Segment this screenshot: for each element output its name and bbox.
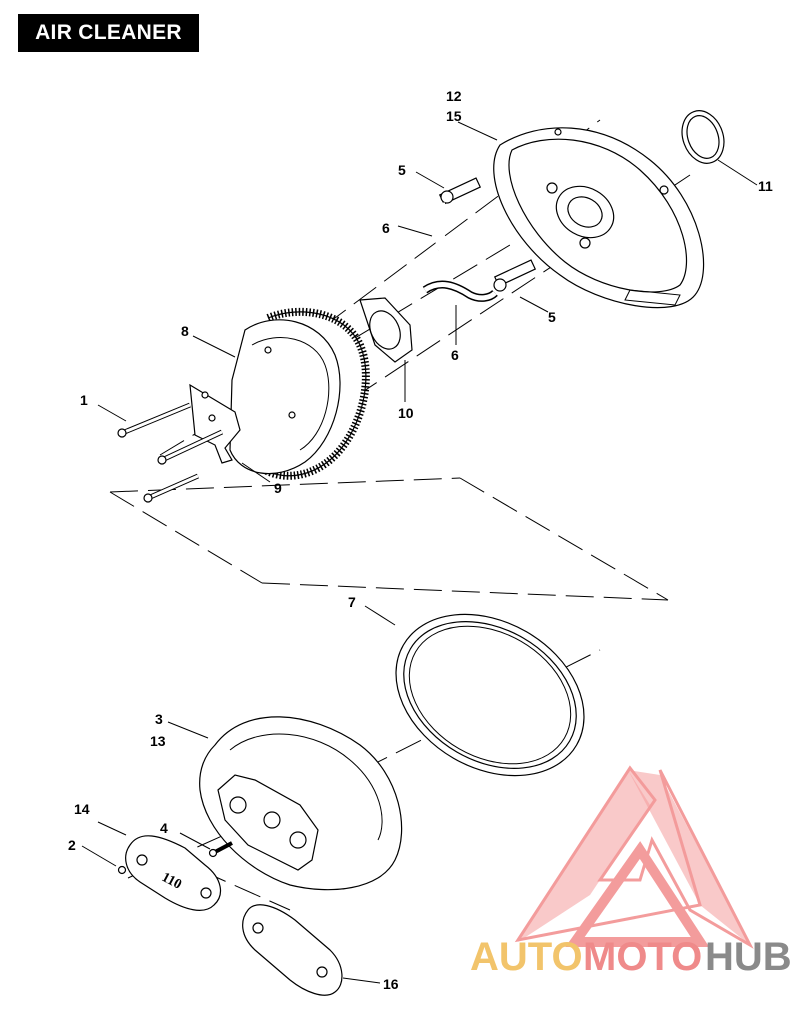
callout-6-upper: 6 <box>382 220 390 236</box>
callout-5-upper: 5 <box>398 162 406 178</box>
filter-element <box>229 307 370 480</box>
callout-6-lower: 6 <box>451 347 459 363</box>
screw-long-1 <box>117 402 191 438</box>
air-cleaner-cover <box>199 716 403 891</box>
callout-8: 8 <box>181 323 189 339</box>
callout-15: 15 <box>446 108 462 124</box>
callout-labels: 12 15 5 6 5 6 10 8 1 9 11 7 3 13 4 14 2 … <box>68 88 773 992</box>
watermark-auto: AUTO <box>470 935 583 979</box>
callout-9: 9 <box>274 480 282 496</box>
breather-hose-lower <box>422 280 498 302</box>
cover-plate <box>242 904 343 996</box>
watermark-text: AUTO MOTO HUB <box>470 935 792 979</box>
gasket <box>359 297 413 363</box>
callout-7: 7 <box>348 594 356 610</box>
callout-10: 10 <box>398 405 414 421</box>
screw-small-2 <box>117 865 127 875</box>
backplate <box>493 127 705 309</box>
callout-2: 2 <box>68 837 76 853</box>
cover-medallion: 110 <box>125 835 222 911</box>
screw-long-2 <box>157 429 224 465</box>
callout-16: 16 <box>383 976 399 992</box>
screw-small-4 <box>208 841 233 858</box>
cover-seal-ring <box>395 613 585 777</box>
callout-3: 3 <box>155 711 163 727</box>
callout-5-lower: 5 <box>548 309 556 325</box>
watermark-moto: MOTO <box>583 935 702 979</box>
watermark-logo <box>514 765 754 949</box>
callout-4: 4 <box>160 820 168 836</box>
support-bracket <box>189 383 241 464</box>
screw-long-3 <box>143 473 200 503</box>
callout-12: 12 <box>446 88 462 104</box>
retaining-ring <box>681 110 725 164</box>
page-title: AIR CLEANER <box>18 14 199 52</box>
watermark-hub: HUB <box>705 935 792 979</box>
leader-lines <box>81 121 758 984</box>
callout-14: 14 <box>74 801 90 817</box>
breather-bolt-lower <box>493 259 537 292</box>
callout-1: 1 <box>80 392 88 408</box>
callout-13: 13 <box>150 733 166 749</box>
breather-bolt-upper <box>438 177 482 205</box>
callout-11: 11 <box>758 178 773 194</box>
breather-hose-upper <box>422 202 446 251</box>
